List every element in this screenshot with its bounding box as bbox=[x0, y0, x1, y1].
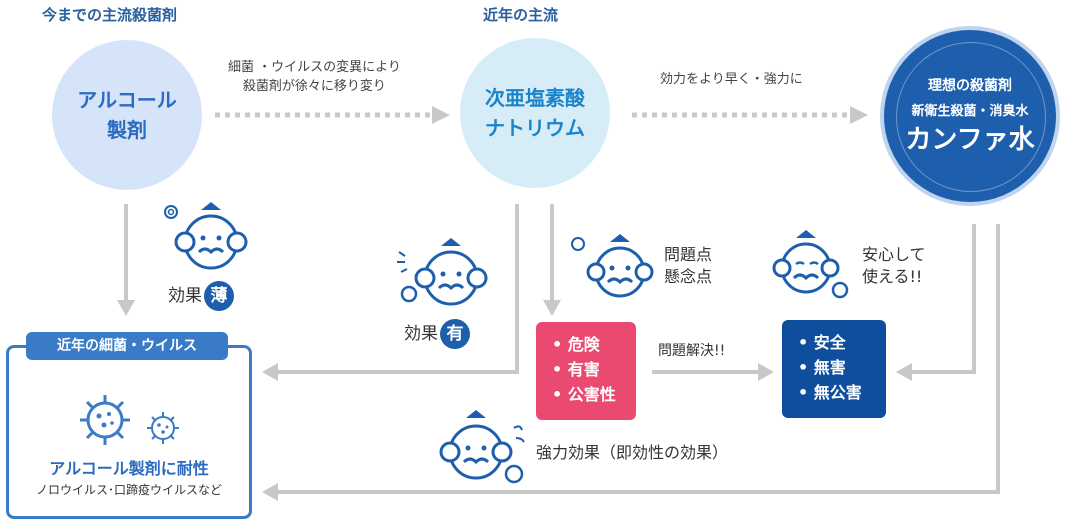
safe-item: 無害 bbox=[798, 355, 886, 380]
header-current: 今までの主流殺菌剤 bbox=[42, 6, 178, 24]
danger-box: 危険 有害 公害性 bbox=[536, 322, 636, 420]
safe-box: 安全 無害 無公害 bbox=[782, 320, 886, 418]
mascot-relieved-icon bbox=[772, 230, 849, 299]
mascot-concerned-icon bbox=[571, 234, 654, 298]
safe-item: 無公害 bbox=[798, 380, 886, 405]
alcohol-line2: 製剤 bbox=[107, 118, 147, 142]
danger-item: 危険 bbox=[552, 332, 636, 357]
strong-effect-label: 強力効果（即効性の効果） bbox=[536, 443, 729, 462]
sodium-hypochlorite-circle: 次亜塩素酸 ナトリウム bbox=[460, 38, 610, 188]
alcohol-resistant-label: アルコール製剤に耐性 bbox=[49, 459, 209, 478]
effect-has: 効果有 bbox=[404, 319, 470, 349]
ideal-sterilizer-circle: 理想の殺菌剤 新衛生殺菌・消臭水 カンファ水 bbox=[884, 30, 1056, 202]
safe-use-label: 安心して 使える!! bbox=[862, 244, 926, 288]
header-recent: 近年の主流 bbox=[483, 6, 559, 24]
inner-ring bbox=[896, 42, 1046, 192]
problem-label: 問題点 懸念点 bbox=[664, 244, 712, 288]
transition-note-1: 細菌 ・ウイルスの変異により 殺菌剤が徐々に移り変り bbox=[228, 58, 401, 96]
effect-weak-badge: 薄 bbox=[204, 281, 234, 311]
safe-item: 安全 bbox=[798, 330, 886, 355]
virus-box bbox=[6, 345, 252, 519]
sodium-line2: ナトリウム bbox=[485, 116, 585, 140]
problem-line1: 問題点 bbox=[664, 245, 713, 264]
virus-examples-label: ノロウイルス･口蹄疫ウイルスなど bbox=[35, 483, 222, 497]
effect-has-badge: 有 bbox=[440, 319, 470, 349]
problem-line2: 懸念点 bbox=[664, 267, 713, 286]
danger-item: 公害性 bbox=[552, 382, 636, 407]
sodium-line1: 次亜塩素酸 bbox=[485, 86, 585, 110]
safe-use-line2: 使える!! bbox=[862, 267, 923, 286]
effect-weak-label: 効果 bbox=[168, 286, 202, 306]
danger-list: 危険 有害 公害性 bbox=[536, 322, 636, 407]
danger-item: 有害 bbox=[552, 357, 636, 382]
transition-note-1-line2: 殺菌剤が徐々に移り変り bbox=[242, 79, 386, 94]
transition-note-2: 効力をより早く・強力に bbox=[660, 72, 803, 87]
alcohol-line1: アルコール bbox=[77, 88, 177, 112]
mascot-worried-icon bbox=[164, 202, 248, 270]
mascot-ok-icon bbox=[397, 238, 488, 306]
mascot-strong-icon bbox=[439, 410, 525, 484]
safe-use-line1: 安心して bbox=[862, 245, 926, 264]
alcohol-circle: アルコール 製剤 bbox=[52, 40, 202, 190]
effect-weak: 効果薄 bbox=[168, 281, 234, 311]
effect-has-label: 効果 bbox=[404, 324, 438, 344]
virus-icon bbox=[80, 395, 179, 445]
safe-list: 安全 無害 無公害 bbox=[782, 320, 886, 405]
transition-note-1-line1: 細菌 ・ウイルスの変異により bbox=[228, 60, 401, 75]
problem-solved-label: 問題解決!! bbox=[658, 343, 726, 359]
virus-box-title: 近年の細菌・ウイルス bbox=[26, 332, 228, 360]
